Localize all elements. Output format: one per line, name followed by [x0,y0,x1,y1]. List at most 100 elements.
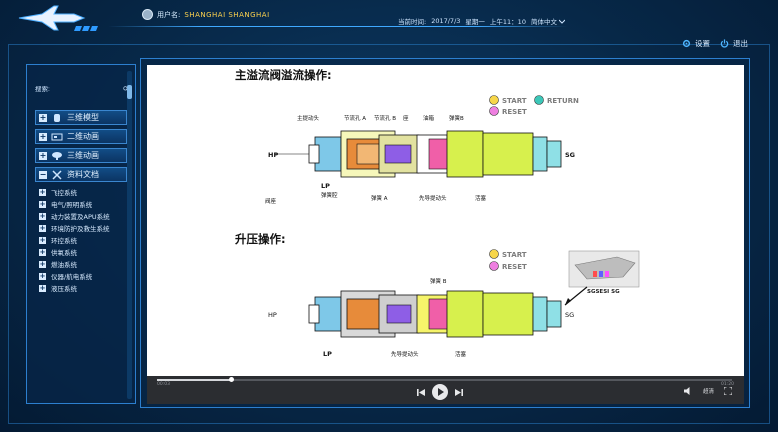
label-lp: LP [321,182,330,190]
label-spring-b: 弹簧B [449,114,464,122]
label-sg: SG [565,311,574,319]
doc-item[interactable]: +飞控系统 [39,186,127,198]
power-icon [720,39,729,48]
doc-label: 环控系统 [51,237,77,245]
relief-valve-diagram: 主提动头 节流孔 A 节流孔 B 座 油箱 弹簧B [265,114,575,205]
reset-legend-icon [489,106,499,116]
scrollbar-thumb[interactable] [127,85,132,99]
doc-item[interactable]: + 液压系统 [39,282,127,294]
label-piston: 活塞 [475,194,487,202]
time-label: 当前时间: [398,18,427,26]
category-3d-animation[interactable]: + 三维动画 [35,148,127,163]
top-bar: 用户名: SHANGHAI SHANGHAI 当前时间: 2017/7/3 星期… [0,0,778,34]
category-3d-model[interactable]: + 三维模型 [35,110,127,125]
category-2d-animation[interactable]: + 二维动画 [35,129,127,144]
pressurize-valve-diagram: 弹簧 B HP SG LP 先导提动头 活塞 [268,250,640,358]
settings-button[interactable]: 设置 [682,38,710,49]
expand-icon[interactable]: + [39,150,47,160]
label-pilot-poppet: 先导提动头 [419,194,447,202]
expand-icon[interactable]: + [39,271,46,280]
sidebar: + 三维模型 + 二维动画 + 三维动画 − 资料文档 +飞控系统 + 电气/照明… [26,64,136,404]
expand-icon[interactable]: + [39,112,47,122]
animation-2d-icon [51,133,63,140]
doc-label: 动力装置及APU系统 [51,213,110,221]
return-legend-icon [534,95,544,105]
language-select[interactable]: 简体中文 [531,16,565,26]
category-list: + 三维模型 + 二维动画 + 三维动画 − 资料文档 +飞控系统 + 电气/照明… [35,110,127,294]
progress-handle[interactable] [229,377,234,382]
language-label: 简体中文 [530,18,557,26]
category-label: 三维动画 [67,151,99,160]
doc-item[interactable]: + 电气/照明系统 [39,198,127,210]
tools-icon [52,169,62,180]
volume-icon[interactable] [683,387,693,395]
search-input[interactable] [35,85,123,93]
label-hp: HP [268,151,278,159]
previous-icon[interactable] [417,388,426,397]
expand-icon[interactable]: + [39,211,46,220]
avatar[interactable] [142,9,153,20]
legend-start-label: START [502,97,527,105]
doc-item[interactable]: +环境防护及救生系统 [39,222,127,234]
doc-item[interactable]: + 动力装置及APU系统 [39,210,127,222]
settings-label: 设置 [695,39,710,48]
doc-item[interactable]: +仪器/航电系统 [39,270,127,282]
category-documents[interactable]: − 资料文档 [35,167,127,182]
jet-logo-icon [18,5,98,31]
expand-icon[interactable]: + [39,131,47,141]
chevron-down-icon [558,19,565,24]
fullscreen-icon[interactable] [724,387,732,395]
expand-icon[interactable]: + [39,187,46,196]
progress-bar[interactable] [157,377,732,382]
player-options: 超清 [683,387,732,395]
expand-icon[interactable]: + [39,247,46,256]
reset-legend-icon [489,261,499,271]
doc-item[interactable]: + 环控系统 [39,234,127,246]
frame-border [8,44,770,424]
video-player-controls: 00:03 01:20 超清 [147,376,744,404]
expand-icon[interactable]: + [39,283,46,292]
clock: 当前时间: 2017/7/3 星期一 上午11：10 简体中文 [398,16,565,26]
document-list: +飞控系统 + 电气/照明系统 + 动力装置及APU系统 +环境防护及救生系统 + 环… [35,186,127,294]
legend-return-label: RETURN [547,97,579,105]
user-label: 用户名: [157,10,181,19]
sidebar-scrollbar[interactable] [127,71,132,399]
legend-2: START RESET [489,249,527,271]
legend-start-label: START [502,251,527,259]
inset-valve-image: SGSESI SG [564,250,640,306]
label-lp: LP [323,350,332,358]
label-main-poppet: 主提动头 [297,114,320,122]
next-icon[interactable] [454,388,463,397]
expand-icon[interactable]: + [39,235,46,244]
category-label: 三维模型 [67,113,99,122]
expand-icon[interactable]: + [39,223,46,232]
label-spring-b: 弹簧 B [430,277,447,285]
doc-label: 液压系统 [51,285,77,293]
doc-label: 电气/照明系统 [51,201,93,209]
valve-diagram-page: 主溢流阀溢流操作: START RETURN RESET 主提动头 节流孔 A … [235,68,640,358]
logout-button[interactable]: 退出 [720,38,748,49]
legend-1: START RETURN RESET [489,95,579,116]
expand-icon[interactable]: + [39,259,46,268]
header-actions: 设置 退出 [682,38,748,49]
doc-item[interactable]: +供氧系统 [39,246,127,258]
progress-fill [157,379,231,381]
current-time: 00:03 [157,382,170,387]
search-bar [35,83,129,95]
gear-icon [682,39,691,48]
doc-item[interactable]: +燃油系统 [39,258,127,270]
collapse-icon[interactable]: − [39,169,47,179]
label-reservoir: 油箱 [423,114,435,122]
quality-button[interactable]: 超清 [702,389,714,395]
label-seat: 座 [403,114,409,122]
inset-port-labels: SGSESI SG [587,289,620,295]
category-label: 资料文档 [67,170,99,179]
play-button[interactable] [432,384,448,400]
start-legend-icon [489,249,499,259]
document-viewer: 主溢流阀溢流操作: START RETURN RESET 主提动头 节流孔 A … [147,65,744,376]
main-panel: 主溢流阀溢流操作: START RETURN RESET 主提动头 节流孔 A … [140,58,750,408]
start-legend-icon [489,95,499,105]
model-icon [54,113,60,122]
legend-reset-label: RESET [502,263,527,271]
expand-icon[interactable]: + [39,199,46,208]
